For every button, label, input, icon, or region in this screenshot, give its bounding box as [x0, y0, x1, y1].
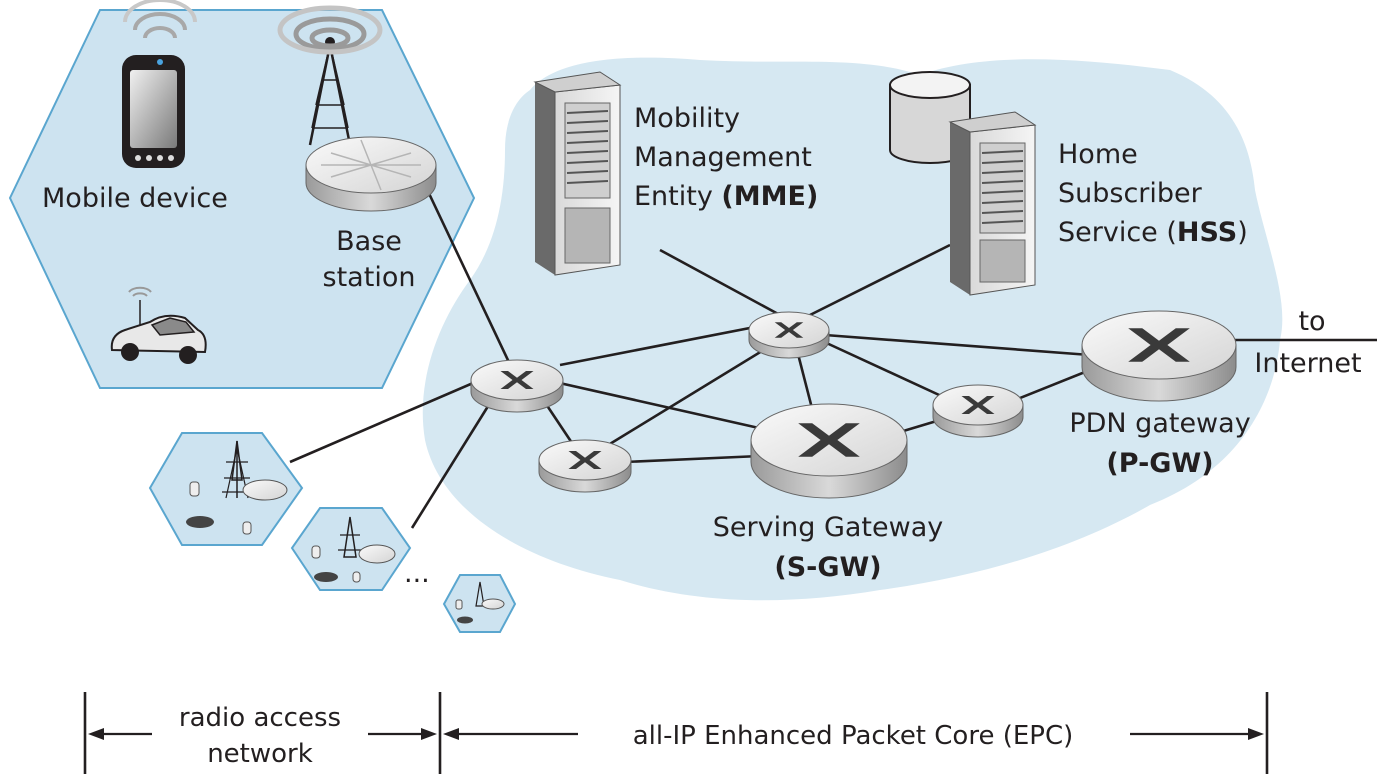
span-markers	[83, 692, 1269, 774]
internet-label-line1: to	[1298, 306, 1325, 337]
mobile-device-label: Mobile device	[42, 183, 228, 214]
base-station-label-line1: Base	[336, 226, 402, 257]
serving-gateway-abbrev: (S-GW)	[774, 552, 881, 583]
hss-label-line3: Service (HSS)	[1058, 217, 1248, 248]
server-icon	[948, 111, 1037, 296]
small-cell-2	[290, 507, 412, 591]
more-cells-ellipsis: ...	[404, 558, 430, 589]
serving-gateway-label: Serving Gateway	[713, 512, 943, 543]
ran-span-arrow	[88, 728, 437, 740]
mme-label-line3: Entity (MME)	[634, 181, 818, 212]
hss-label-line2: Subscriber	[1058, 178, 1203, 209]
epc-label: all-IP Enhanced Packet Core (EPC)	[633, 721, 1074, 751]
router-icon	[538, 439, 632, 493]
small-cell-1	[148, 432, 304, 546]
server-icon	[533, 71, 622, 276]
base-station-router-icon	[305, 136, 437, 212]
wireless-signal-icon	[123, 0, 197, 39]
router-icon	[470, 359, 564, 413]
wireless-signal-icon	[277, 5, 383, 55]
router-icon	[748, 311, 830, 359]
smartphone-icon	[122, 55, 185, 168]
router-icon	[932, 384, 1024, 438]
internet-label-line2: Internet	[1254, 348, 1361, 379]
pdn-gateway-router-icon	[1081, 310, 1237, 402]
base-station-label-line2: station	[323, 262, 416, 293]
pdn-gateway-label: PDN gateway	[1069, 408, 1250, 439]
mme-label-line1: Mobility	[634, 103, 740, 134]
small-cell-3	[442, 574, 517, 633]
epc-cloud	[422, 57, 1283, 601]
ran-label-line1: radio access	[179, 703, 341, 733]
network-links	[289, 184, 1377, 529]
hss-label-line1: Home	[1058, 139, 1138, 170]
epc-span-arrow	[443, 728, 1264, 740]
ran-label-line2: network	[207, 739, 313, 769]
car-icon	[110, 286, 207, 364]
serving-gateway-router-icon	[750, 403, 908, 499]
mme-label-line2: Management	[634, 142, 812, 173]
pdn-gateway-abbrev: (P-GW)	[1106, 448, 1213, 479]
